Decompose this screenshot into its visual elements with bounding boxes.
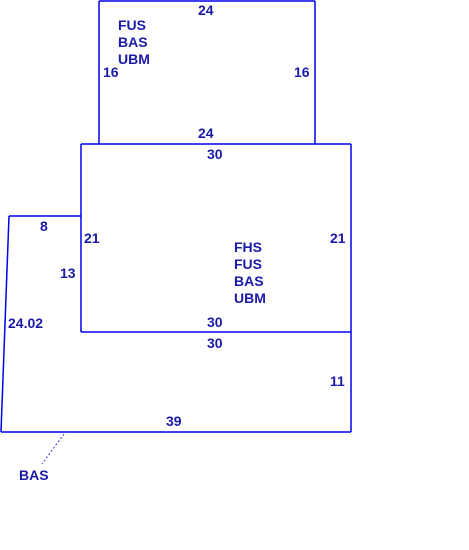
lower-dim-bottom: 39 — [166, 413, 182, 429]
middle-dim-left: 21 — [84, 230, 100, 246]
upper-code-2: BAS — [118, 34, 148, 50]
upper-dim-bottom: 24 — [198, 125, 214, 141]
upper-dim-top: 24 — [198, 2, 214, 18]
callout-leader-line — [41, 433, 65, 465]
lower-dim-top: 30 — [207, 335, 223, 351]
upper-code-3: UBM — [118, 51, 150, 67]
lower-left-slant-edge — [0, 215, 10, 433]
lower-dim-left-inner: 13 — [60, 265, 76, 281]
middle-area: FHS FUS BAS UBM 30 30 21 21 — [80, 143, 352, 333]
middle-code-4: UBM — [234, 290, 266, 306]
upper-dim-left: 16 — [103, 64, 119, 80]
area-callout: BAS — [19, 433, 65, 483]
upper-area: FUS BAS UBM 24 24 16 16 — [98, 0, 316, 144]
middle-code-3: BAS — [234, 273, 264, 289]
middle-code-2: FUS — [234, 256, 262, 272]
callout-label: BAS — [19, 467, 49, 483]
middle-dim-right: 21 — [330, 230, 346, 246]
middle-dim-bottom: 30 — [207, 314, 223, 330]
lower-area: 8 13 24.02 30 11 39 — [0, 215, 352, 433]
lower-dim-right: 11 — [330, 373, 345, 389]
upper-dim-right: 16 — [294, 64, 310, 80]
lower-dim-left-slant: 24.02 — [8, 315, 43, 331]
middle-code-1: FHS — [234, 239, 262, 255]
middle-dim-top: 30 — [207, 146, 223, 162]
lower-dim-left-top: 8 — [40, 218, 48, 234]
upper-code-1: FUS — [118, 17, 146, 33]
